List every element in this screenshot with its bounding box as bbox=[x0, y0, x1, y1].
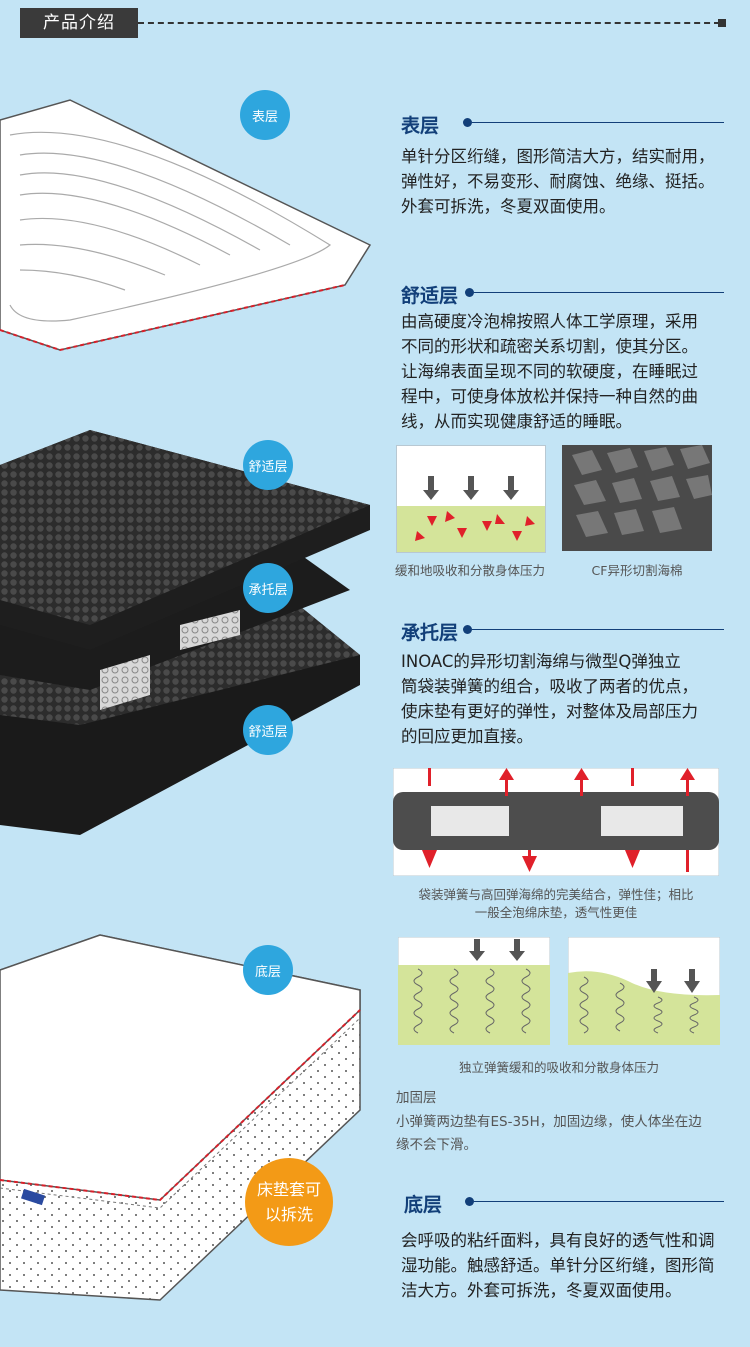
comfort-rule bbox=[474, 292, 724, 293]
surface-description: 单针分区绗缝，图形简洁大方，结实耐用， 弹性好，不易变形、耐腐蚀、绝缘、挺括。 … bbox=[401, 144, 731, 219]
surface-dot bbox=[463, 118, 472, 127]
text-line: 筒袋装弹簧的组合，吸收了两者的优点， bbox=[401, 677, 698, 696]
section-header: 产品介绍 bbox=[20, 8, 138, 38]
text-line: 使床垫有更好的弹性，对整体及局部压力 bbox=[401, 702, 698, 721]
header-end-square bbox=[718, 19, 726, 27]
coil-compressed-image bbox=[568, 937, 720, 1045]
header-divider bbox=[138, 22, 720, 24]
text-line: 由高硬度冷泡棉按照人体工学原理，采用 bbox=[401, 312, 698, 331]
cf-foam-image bbox=[562, 445, 712, 551]
surface-layer-illustration bbox=[0, 99, 372, 352]
coil-flat-image bbox=[398, 937, 550, 1045]
text-line: 的回应更加直接。 bbox=[401, 727, 533, 746]
surface-rule bbox=[472, 122, 724, 123]
text-line: 洁大方。外套可拆洗，冬夏双面使用。 bbox=[401, 1281, 682, 1300]
bottom-description: 会呼吸的粘纤面料，具有良好的透气性和调 湿功能。触感舒适。单针分区绗缝，图形简 … bbox=[401, 1228, 731, 1303]
text-line: INOAC的异形切割海绵与微型Q弹独立 bbox=[401, 652, 681, 671]
support-description: INOAC的异形切割海绵与微型Q弹独立 筒袋装弹簧的组合，吸收了两者的优点， 使… bbox=[401, 649, 731, 749]
removable-cover-label: 床垫套可以拆洗 bbox=[256, 1180, 321, 1224]
bottom-dot bbox=[465, 1197, 474, 1206]
reinforce-title: 加固层 bbox=[396, 1090, 437, 1106]
text-line: 外套可拆洗，冬夏双面使用。 bbox=[401, 197, 616, 216]
text-line: 程中，可使身体放松并保持一种自然的曲 bbox=[401, 387, 698, 406]
comfort-description: 由高硬度冷泡棉按照人体工学原理，采用 不同的形状和疏密关系切割，使其分区。 让海… bbox=[401, 309, 731, 434]
text-line: 单针分区绗缝，图形简洁大方，结实耐用， bbox=[401, 147, 715, 166]
text-line: 不同的形状和疏密关系切割，使其分区。 bbox=[401, 337, 698, 356]
bottom-bubble: 底层 bbox=[243, 945, 293, 995]
bottom-layer-illustration bbox=[0, 934, 361, 1301]
surface-title: 表层 bbox=[401, 115, 440, 137]
pressure-caption: 缓和地吸收和分散身体压力 bbox=[394, 563, 545, 578]
comfort-lower-bubble: 舒适层 bbox=[243, 705, 293, 755]
support-bubble: 承托层 bbox=[243, 563, 293, 613]
spring-crosssection-image bbox=[393, 768, 719, 876]
comfort-dot bbox=[465, 288, 474, 297]
text-line: 让海绵表面呈现不同的软硬度，在睡眠过 bbox=[401, 362, 698, 381]
bottom-rule bbox=[474, 1201, 724, 1202]
spring-caption-line2: 一般全泡绵床垫，透气性更佳 bbox=[474, 905, 638, 920]
reinforce-line2: 缘不会下滑。 bbox=[396, 1137, 477, 1153]
coil-caption: 独立弹簧缓和的吸收和分散身体压力 bbox=[458, 1060, 659, 1075]
spring-caption-line1: 袋装弹簧与高回弹海绵的完美结合，弹性佳；相比 bbox=[418, 887, 694, 902]
comfort-upper-bubble: 舒适层 bbox=[243, 440, 293, 490]
support-title: 承托层 bbox=[401, 622, 459, 644]
support-dot bbox=[463, 625, 472, 634]
comfort-support-illustration bbox=[0, 430, 370, 835]
support-rule bbox=[472, 629, 724, 630]
text-line: 线，从而实现健康舒适的睡眠。 bbox=[401, 412, 632, 431]
text-line: 湿功能。触感舒适。单针分区绗缝，图形简 bbox=[401, 1256, 715, 1275]
pressure-absorb-image bbox=[396, 445, 546, 553]
reinforce-line1: 小弹簧两边垫有ES-35H，加固边缘，使人体坐在边 bbox=[396, 1114, 702, 1130]
bottom-title: 底层 bbox=[404, 1194, 443, 1216]
text-line: 弹性好，不易变形、耐腐蚀、绝缘、挺括。 bbox=[401, 172, 715, 191]
cf-foam-caption: CF异形切割海棉 bbox=[591, 563, 683, 578]
surface-bubble: 表层 bbox=[240, 90, 290, 140]
comfort-title: 舒适层 bbox=[401, 285, 459, 307]
text-line: 会呼吸的粘纤面料，具有良好的透气性和调 bbox=[401, 1231, 715, 1250]
removable-cover-bubble: 床垫套可以拆洗 bbox=[245, 1158, 333, 1246]
